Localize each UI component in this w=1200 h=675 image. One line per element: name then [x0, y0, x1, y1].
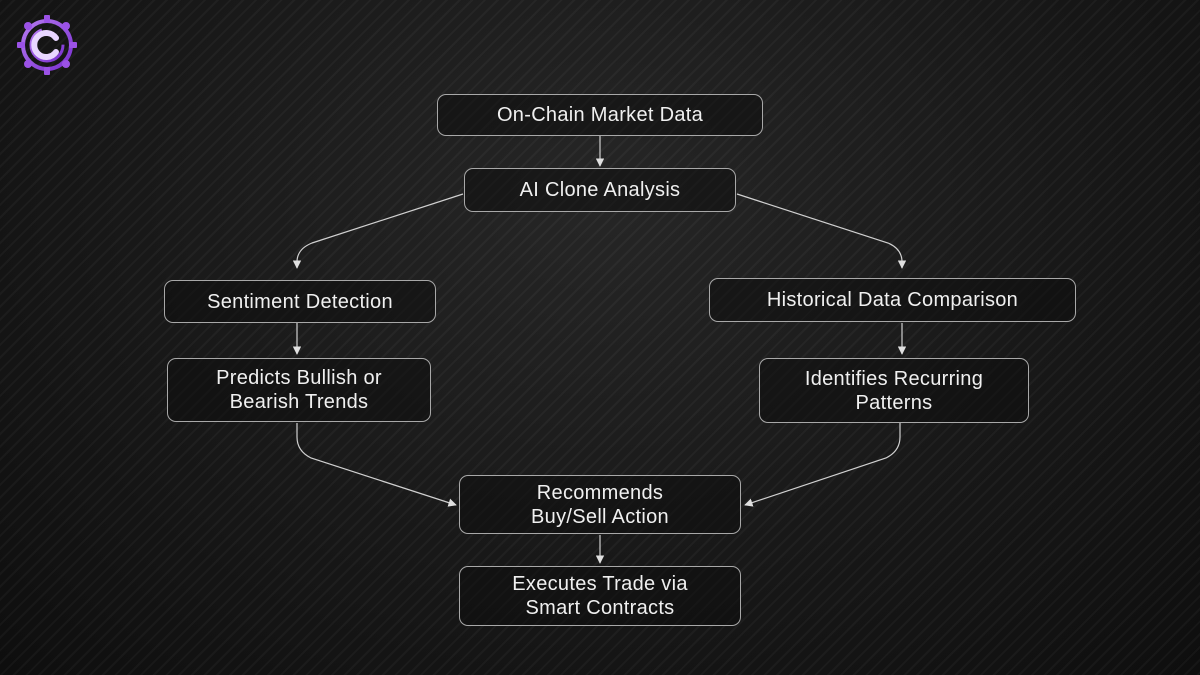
node-label-line1: Recommends: [536, 481, 664, 504]
node-ai-clone-analysis: AI Clone Analysis: [464, 168, 736, 212]
arrow-patterns-to-recommends: [744, 423, 901, 507]
node-label-line1: Predicts Bullish or: [216, 367, 382, 389]
node-on-chain-market-data: On-Chain Market Data: [437, 94, 763, 136]
arrow-analysis-to-historical: [736, 193, 907, 269]
node-label-line2: Patterns: [855, 391, 933, 414]
arrow-predicts-to-recommends: [296, 423, 457, 507]
node-recommends-action: Recommends Buy/Sell Action: [459, 475, 741, 534]
node-executes-trade: Executes Trade via Smart Contracts: [459, 566, 741, 626]
node-label-line1: Executes Trade via: [512, 573, 688, 595]
node-label: Sentiment Detection: [207, 290, 393, 313]
node-label-line1: Identifies Recurring: [804, 367, 984, 390]
arrow-analysis-to-sentiment: [292, 193, 464, 269]
node-predicts-trends: Predicts Bullish or Bearish Trends: [167, 358, 431, 422]
node-label-line2: Bearish Trends: [229, 391, 369, 413]
node-sentiment-detection: Sentiment Detection: [164, 280, 436, 323]
node-label-line2: Smart Contracts: [525, 597, 675, 619]
circuit-c-logo-icon: [17, 15, 77, 75]
node-historical-data-comparison: Historical Data Comparison: [709, 278, 1076, 322]
node-label: On-Chain Market Data: [496, 104, 704, 126]
node-label: AI Clone Analysis: [519, 179, 681, 201]
node-label: Historical Data Comparison: [766, 289, 1019, 311]
node-label-line2: Buy/Sell Action: [531, 505, 669, 528]
node-identifies-patterns: Identifies Recurring Patterns: [759, 358, 1029, 423]
